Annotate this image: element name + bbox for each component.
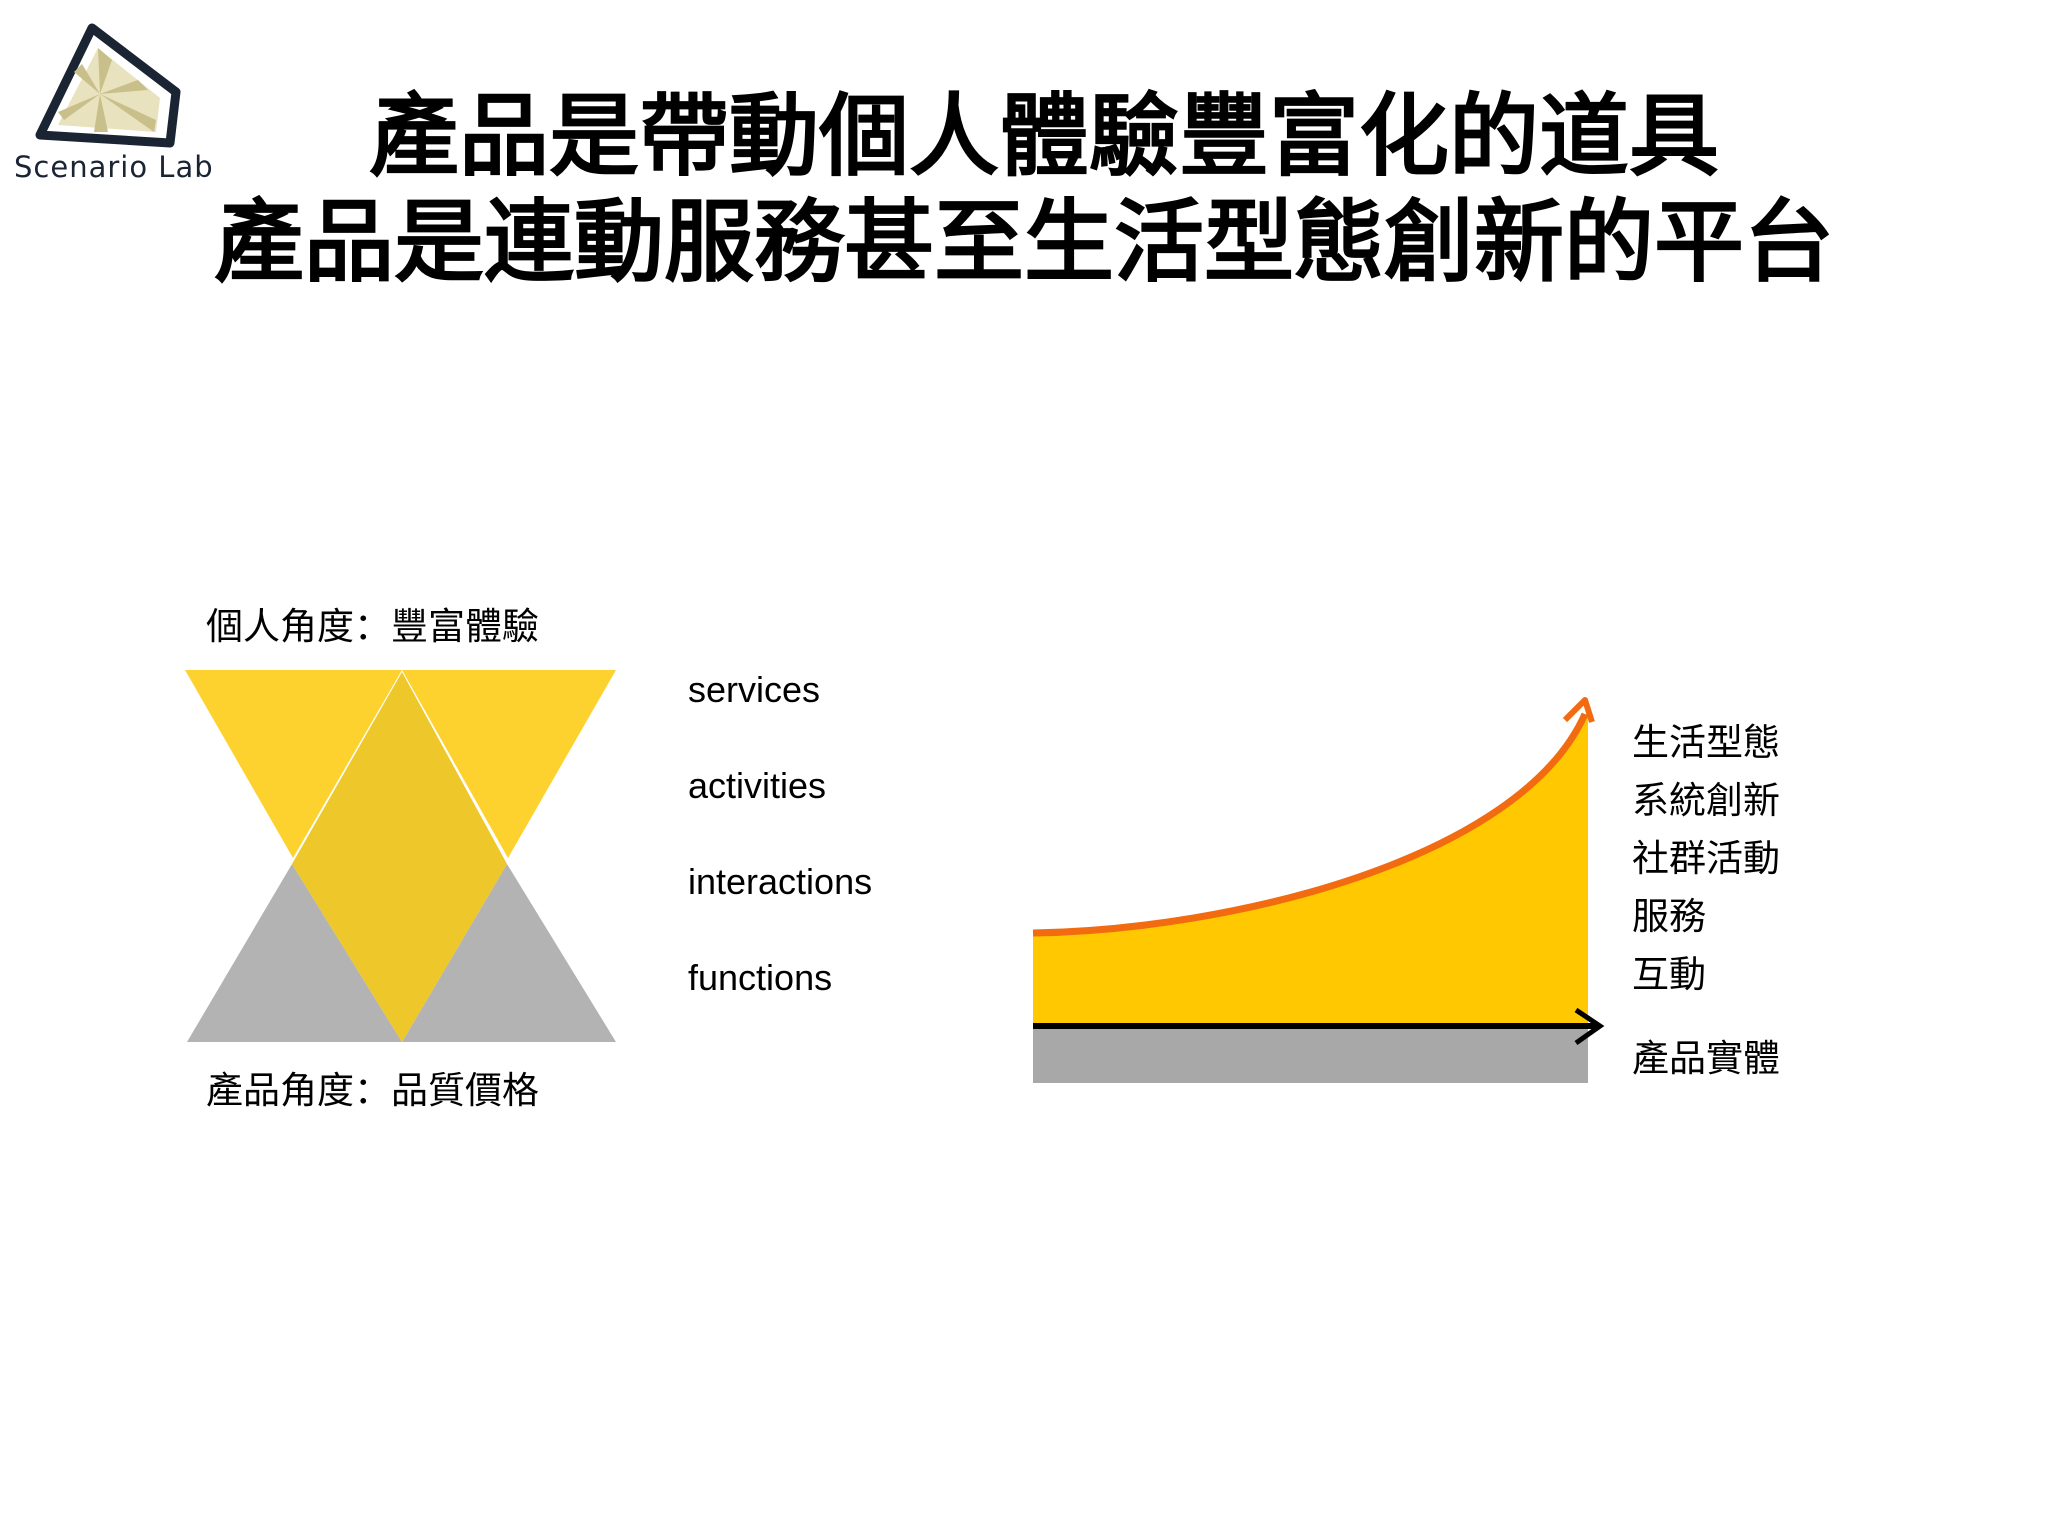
yellow-growth-area: [1033, 710, 1588, 1026]
level-services: services: [688, 669, 821, 710]
level-activities: activities: [688, 765, 827, 806]
level-interactions: interactions: [688, 861, 873, 902]
stack-label: 互動: [1632, 953, 1706, 996]
bottom-label-product: 產品角度：品質價格: [206, 1069, 539, 1112]
orange-growth-curve: [1032, 712, 1589, 937]
black-arrow-head: [1574, 1007, 1605, 1046]
yellow-triangle-left: [185, 670, 402, 858]
stack-labels: 生活型態 系統創新 社群活動 服務 互動: [1632, 714, 1780, 1004]
stack-label: 生活型態: [1632, 721, 1780, 764]
orange-arrow-head: [1562, 697, 1595, 723]
gray-triangle-left: [187, 864, 402, 1042]
base-label-product: 產品實體: [1632, 1037, 1780, 1080]
base-gray-band: [1033, 1026, 1588, 1083]
yellow-triangle-right: [402, 670, 616, 858]
stack-label: 服務: [1632, 895, 1706, 938]
stack-label: 社群活動: [1632, 837, 1780, 880]
scenario-lab-logo: [35, 23, 181, 148]
stack-label: 系統創新: [1632, 779, 1780, 822]
page-title-line-2: 產品是連動服務甚至生活型態創新的平台: [214, 190, 1834, 295]
logo-text: Scenario Lab: [14, 150, 214, 184]
top-label-personal: 個人角度：豐富體驗: [206, 605, 539, 648]
page-title-line-1: 產品是帶動個人體驗豐富化的道具: [369, 84, 1719, 189]
gray-triangle-right: [402, 864, 616, 1042]
yellow-inverted-triangle: [292, 672, 507, 1042]
level-functions: functions: [688, 957, 833, 998]
